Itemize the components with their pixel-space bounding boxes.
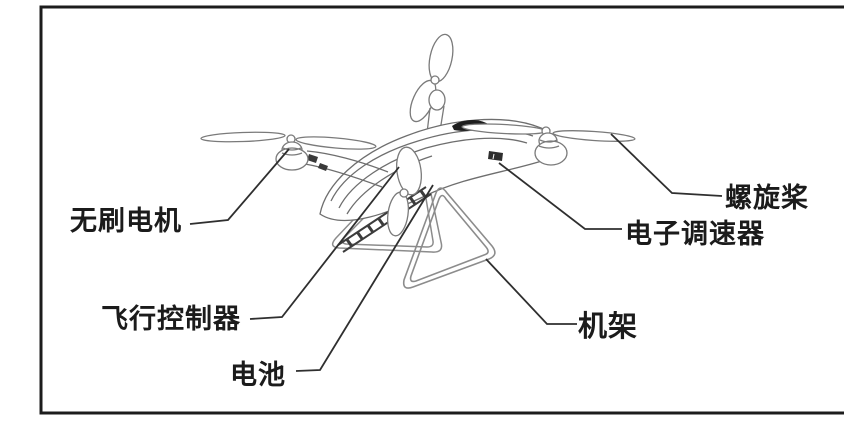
label-propeller: 螺旋桨 [725,183,809,213]
right-motor-mount [534,140,568,166]
leader-brushless-motor [189,148,290,225]
leader-frame [485,258,577,325]
right-motor-propeller-icon [461,123,636,166]
front-propeller-icon [386,146,422,237]
figure-border [39,5,844,415]
label-electronic-speed-controller: 电子调速器 [625,219,765,249]
label-flight-controller: 飞行控制器 [101,304,241,334]
leader-flight-controller [249,166,400,320]
label-brushless-motor: 无刷电机 [70,206,182,236]
leader-esc [498,162,622,230]
left-motor-propeller-icon [200,131,377,171]
front-landing-skid-icon [402,187,496,289]
leader-battery [295,184,434,372]
leader-lines [189,133,723,372]
rear-propeller-icon [409,33,454,134]
leader-propeller [610,133,723,197]
drone-drawing [200,33,636,289]
left-arm [306,150,389,173]
left-arm-marks [307,154,328,171]
label-frame: 机架 [578,311,639,343]
label-battery: 电池 [230,360,286,390]
esc-module-icon [488,151,503,161]
